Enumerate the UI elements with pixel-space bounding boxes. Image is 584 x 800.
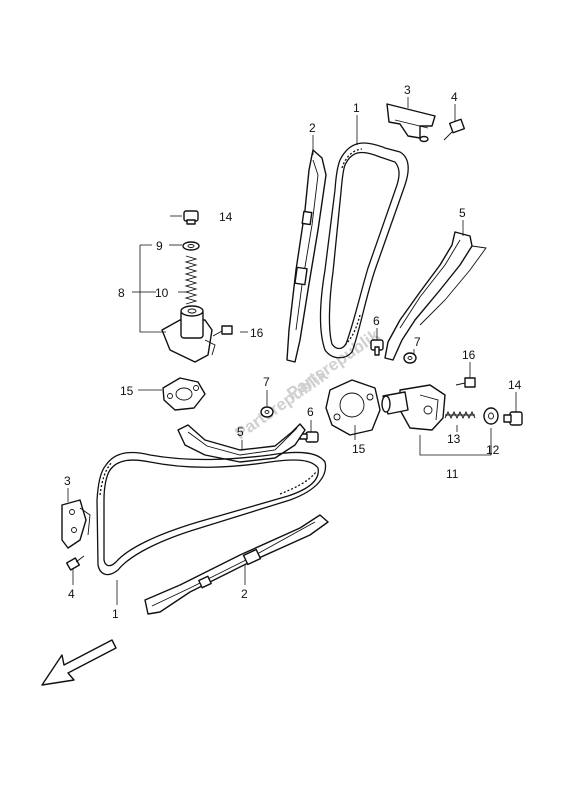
washer-9 — [182, 241, 200, 251]
bolt-16-left — [212, 325, 233, 337]
label-14-right: 14 — [508, 378, 522, 392]
label-6-right: 6 — [373, 314, 380, 328]
label-1-bottom: 1 — [112, 607, 119, 621]
bolt-4-top — [443, 118, 466, 141]
label-12: 12 — [486, 443, 500, 457]
gasket-15-right — [325, 379, 381, 436]
label-7-mid: 7 — [263, 375, 270, 389]
label-11: 11 — [446, 467, 459, 481]
label-8: 8 — [118, 286, 125, 300]
chain-guide-upper — [286, 149, 327, 363]
label-10: 10 — [155, 286, 169, 300]
label-3-left: 3 — [64, 474, 71, 488]
gasket-15-left — [162, 377, 206, 411]
label-5-right: 5 — [459, 206, 466, 220]
front-arrow-icon — [41, 639, 117, 686]
bolt-14-left — [183, 210, 199, 225]
bolt-6-mid — [299, 431, 319, 443]
label-4-top: 4 — [451, 90, 458, 104]
label-15-right: 15 — [352, 442, 366, 456]
bolt-16-right — [455, 377, 476, 388]
label-9: 9 — [156, 239, 163, 253]
leader-lines — [67, 97, 517, 605]
label-2-bottom: 2 — [241, 587, 248, 601]
chain-guide-lower — [144, 514, 329, 615]
bolt-6-right — [370, 339, 384, 356]
spring-10 — [184, 255, 198, 305]
label-2-top: 2 — [309, 121, 316, 135]
chain-guide-plate-top — [386, 103, 436, 143]
label-5-mid: 5 — [237, 425, 244, 439]
washer-7-right — [403, 352, 417, 364]
label-6-mid: 6 — [307, 405, 314, 419]
label-16-left: 16 — [250, 326, 264, 340]
washer-12 — [483, 407, 499, 425]
washer-7-mid — [260, 406, 274, 418]
label-15-left: 15 — [120, 384, 134, 398]
tensioner-assembly-right — [381, 384, 446, 431]
spring-13 — [444, 410, 476, 420]
label-16-right: 16 — [462, 348, 476, 362]
chain-guide-plate-left — [61, 499, 91, 549]
cam-chain-upper — [319, 142, 409, 359]
tensioner-body-8 — [161, 305, 216, 363]
bolt-4-left — [65, 555, 85, 571]
tensioner-guide-mid — [177, 423, 306, 463]
label-4-left: 4 — [68, 587, 75, 601]
label-7-right: 7 — [414, 335, 421, 349]
tensioner-guide-right — [384, 231, 487, 361]
cam-chain-lower — [96, 451, 327, 576]
label-13: 13 — [447, 432, 461, 446]
label-3-top: 3 — [404, 83, 411, 97]
bolt-14-right — [503, 411, 523, 426]
label-14-left: 14 — [219, 210, 233, 224]
label-1-top: 1 — [353, 101, 360, 115]
